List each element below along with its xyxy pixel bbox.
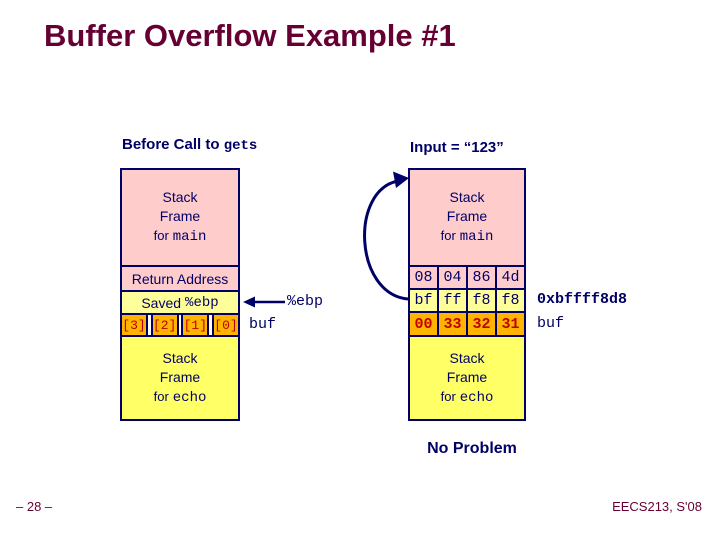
before-call-heading-text: Before Call to: [122, 136, 220, 153]
page-number: – 28 –: [16, 499, 53, 514]
function-name: echo: [172, 389, 207, 406]
frame-line: Frame: [159, 368, 201, 385]
course-label: EECS213, S'08: [612, 499, 702, 514]
input-heading: Input = “123”: [410, 139, 504, 156]
slide-title: Buffer Overflow Example #1: [44, 18, 456, 53]
byte-cell: f8: [466, 290, 495, 311]
ebp-register: %ebp: [185, 294, 219, 311]
buf-byte-cell: [0]: [211, 313, 240, 337]
frame-line: Frame: [446, 368, 488, 385]
before-buf-label: buf: [249, 316, 277, 333]
before-saved-ebp-box: Saved %ebp: [120, 290, 240, 315]
byte-cell: f8: [495, 290, 524, 311]
byte-cell: 86: [466, 267, 495, 288]
before-buf-row: [3] [2] [1] [0]: [120, 313, 240, 337]
gets-function-name: gets: [223, 138, 258, 154]
frame-line: Frame: [159, 208, 201, 224]
function-name: echo: [459, 389, 494, 406]
buf-byte-cell: [2]: [150, 313, 179, 337]
conclusion-text: No Problem: [427, 440, 517, 457]
byte-cell: 4d: [495, 267, 524, 288]
buf-byte-cell: [1]: [181, 313, 210, 337]
after-return-address-bytes-row: 08 04 86 4d: [408, 265, 526, 290]
frame-line: Stack: [449, 189, 485, 205]
function-name: main: [459, 229, 494, 245]
frame-line: Frame: [446, 208, 488, 224]
function-name: main: [172, 229, 207, 245]
saved-ebp-address-label: 0xbffff8d8: [537, 291, 628, 308]
frame-line: Stack: [449, 349, 485, 366]
buf-byte-cell: [3]: [120, 313, 148, 337]
before-return-address-box: Return Address: [120, 265, 240, 292]
byte-cell: 08: [410, 267, 437, 288]
byte-cell: 00: [410, 313, 437, 335]
byte-cell: 04: [437, 267, 466, 288]
saved-ebp-target-arrow: [363, 171, 409, 301]
byte-cell: 33: [437, 313, 466, 335]
byte-cell: ff: [437, 290, 466, 311]
after-buf-label: buf: [537, 315, 565, 332]
ebp-pointer-label: %ebp: [287, 293, 324, 310]
before-call-heading: Before Call to gets: [122, 136, 257, 154]
after-saved-ebp-bytes-row: bf ff f8 f8: [408, 288, 526, 313]
ebp-pointer-arrow: [243, 296, 285, 308]
frame-line: Stack: [162, 349, 198, 366]
byte-cell: 31: [495, 313, 524, 335]
after-buf-bytes-row: 00 33 32 31: [408, 311, 526, 337]
byte-cell: 32: [466, 313, 495, 335]
byte-cell: bf: [410, 290, 437, 311]
frame-line: Stack: [162, 189, 198, 205]
